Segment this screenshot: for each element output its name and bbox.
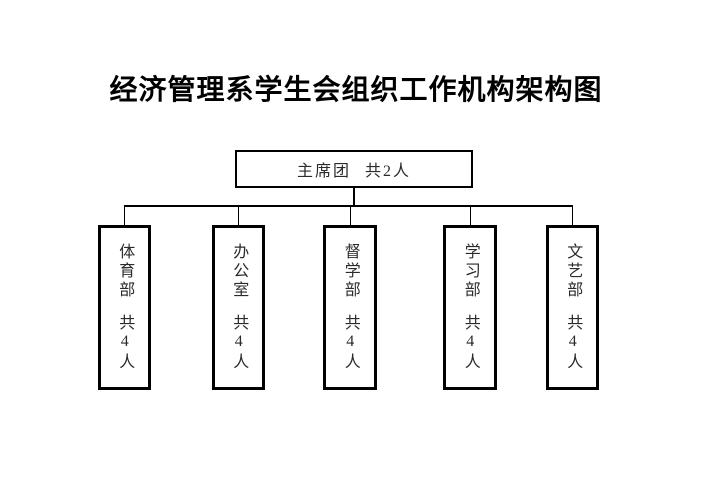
dept-box-office: 办公室 共4人: [212, 225, 265, 390]
connector-drop-office: [238, 207, 239, 225]
connector-drop-arts: [572, 207, 573, 225]
dept-box-supervision: 督学部 共4人: [323, 225, 377, 390]
dept-name: 办公室: [230, 243, 248, 300]
dept-name: 文艺部: [564, 243, 582, 300]
connector-drop-study: [470, 207, 471, 225]
dept-name: 督学部: [341, 243, 359, 300]
root-count: 共2人: [365, 163, 412, 180]
connector-drop-sports: [124, 207, 125, 225]
connector-root-vertical: [353, 188, 355, 205]
dept-box-study: 学习部 共4人: [443, 225, 497, 390]
dept-name: 学习部: [461, 243, 479, 300]
dept-count: 共4人: [116, 314, 134, 372]
dept-count: 共4人: [230, 314, 248, 372]
dept-count: 共4人: [461, 314, 479, 372]
dept-count: 共4人: [341, 314, 359, 372]
connector-horizontal-rail: [124, 205, 573, 207]
root-name: 主席团: [296, 163, 351, 180]
dept-box-sports: 体育部 共4人: [98, 225, 151, 390]
connector-drop-supervision: [350, 207, 351, 225]
dept-box-arts: 文艺部 共4人: [546, 225, 599, 390]
dept-count: 共4人: [564, 314, 582, 372]
root-box-presidium: 主席团 共2人: [235, 150, 473, 188]
page-title: 经济管理系学生会组织工作机构架构图: [109, 74, 603, 105]
dept-name: 体育部: [116, 243, 134, 300]
